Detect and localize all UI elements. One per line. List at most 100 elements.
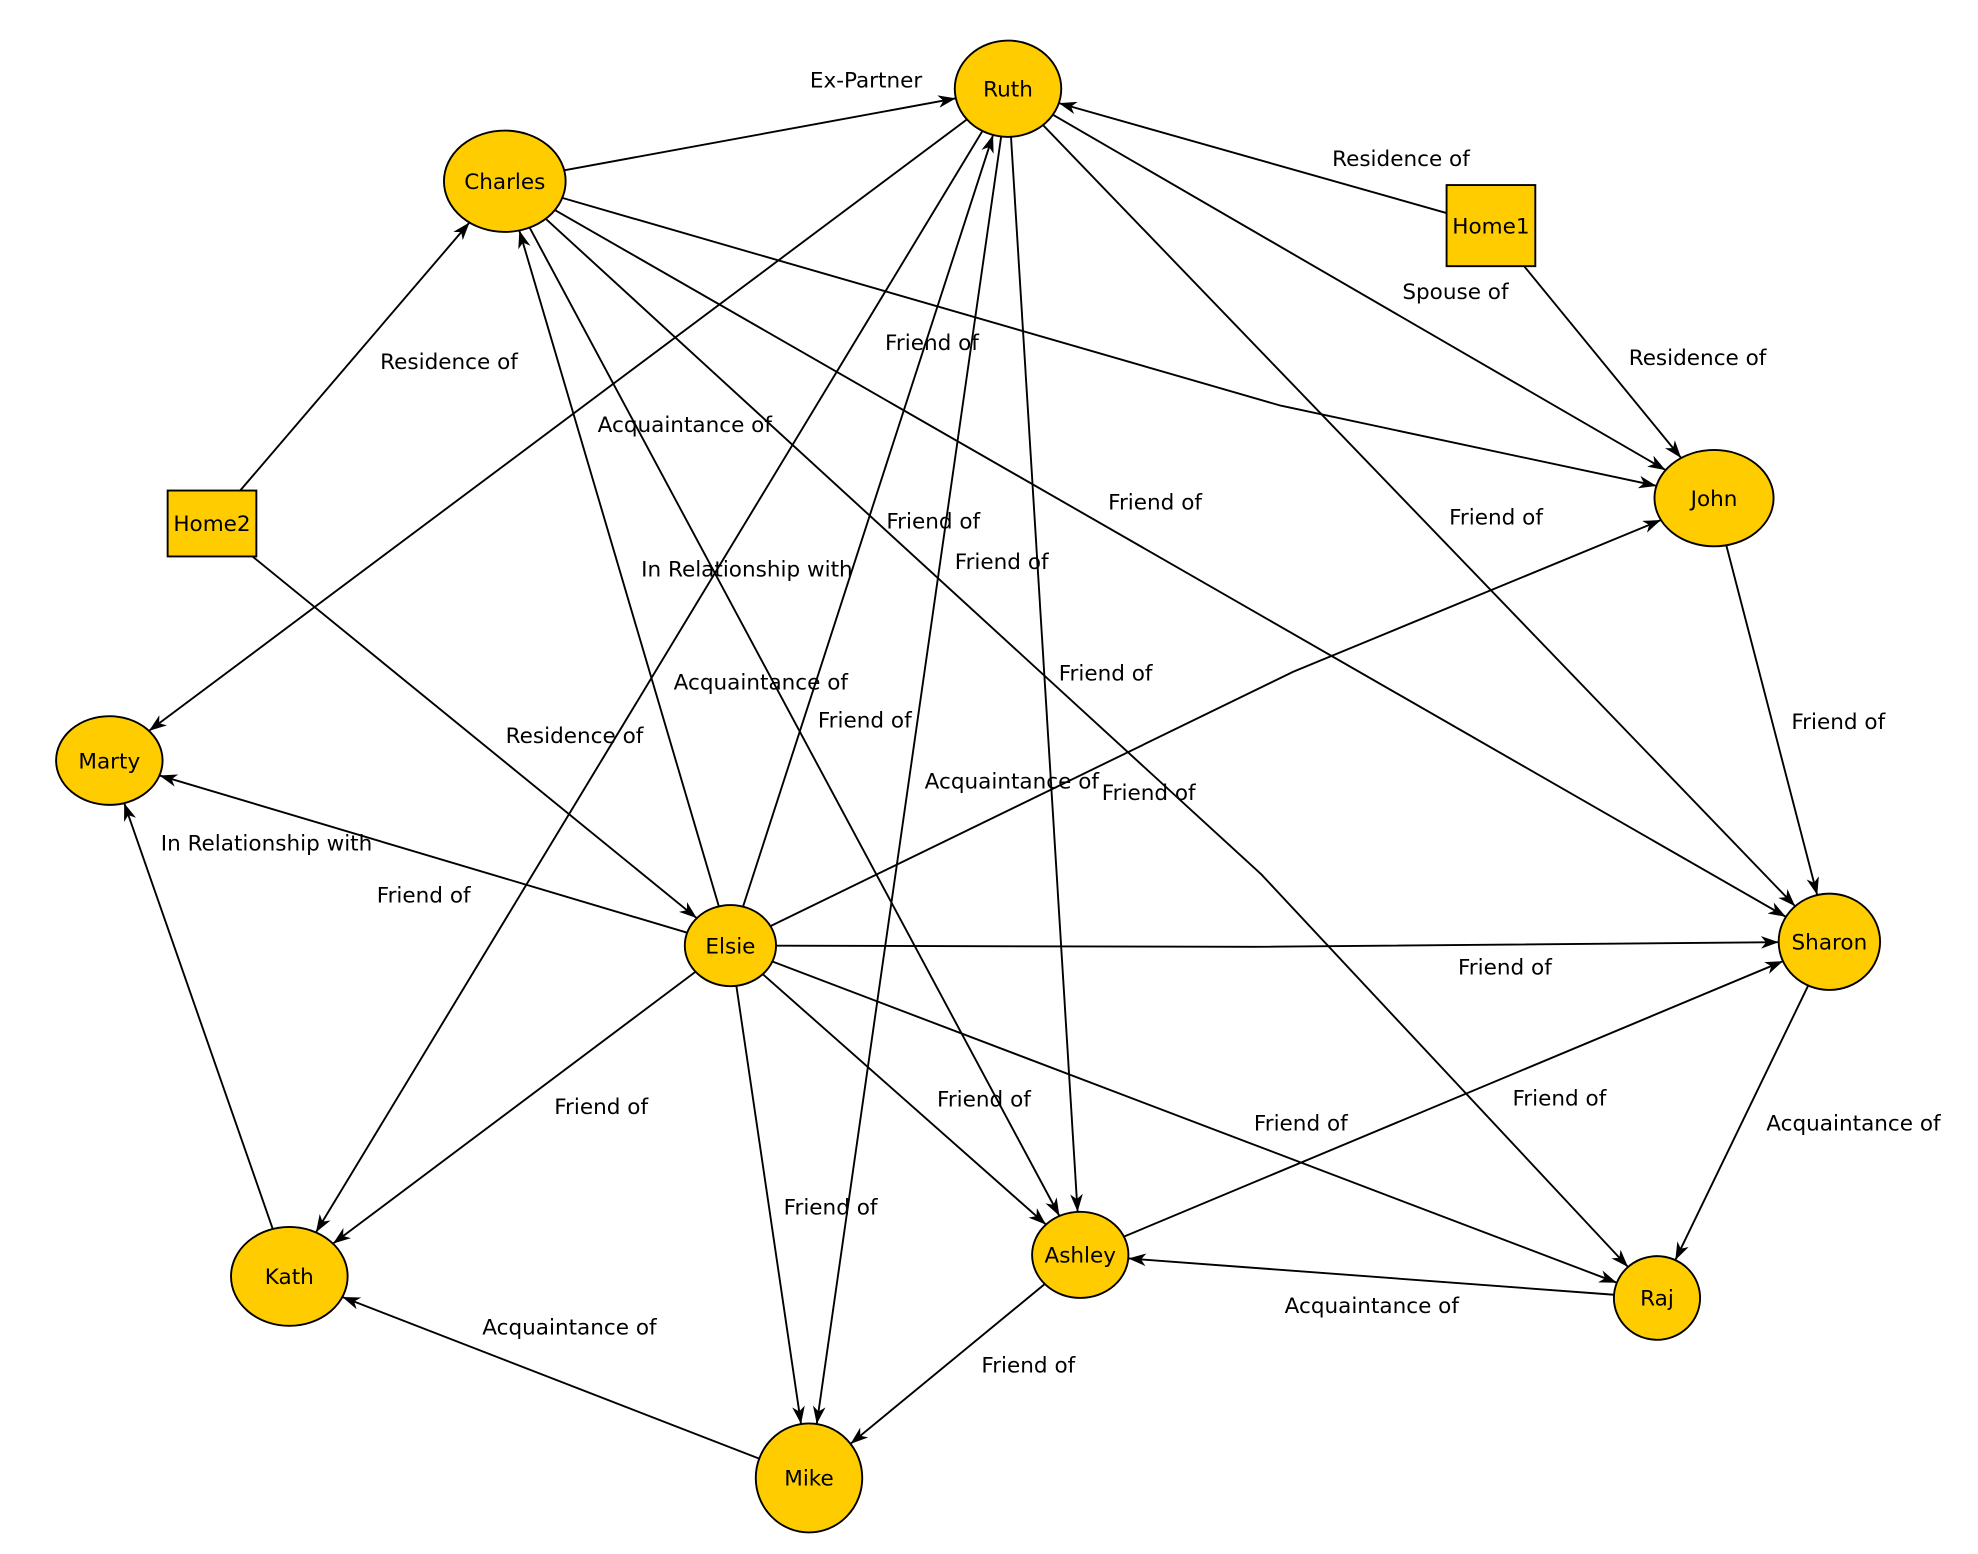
edge-elsie-to-charles: In Relationship with	[518, 230, 853, 907]
edge-line	[770, 519, 1662, 927]
edge-ruth-to-marty: Acquaintance of	[148, 118, 968, 732]
node-ellipse[interactable]	[754, 1422, 864, 1534]
edge-label: In Relationship with	[161, 832, 373, 857]
node-kath[interactable]: Kath	[230, 1226, 349, 1327]
node-home1[interactable]: Home1	[1445, 184, 1537, 268]
node-john[interactable]: John	[1653, 449, 1775, 548]
node-ellipse[interactable]	[1031, 1210, 1130, 1299]
edge-label: Residence of	[506, 724, 644, 749]
node-label: Sharon	[1792, 931, 1868, 956]
node-elsie[interactable]: Elsie	[683, 904, 778, 988]
edge-line	[1052, 113, 1667, 471]
edge-label: Residence of	[380, 350, 518, 375]
node-ellipse[interactable]	[55, 715, 164, 806]
edge-line	[251, 555, 698, 919]
edge-elsie-to-mike: Friend of	[735, 985, 878, 1425]
edge-label: Spouse of	[1402, 280, 1509, 305]
node-ellipse[interactable]	[1653, 449, 1775, 548]
node-label: Kath	[265, 1265, 314, 1290]
node-sharon[interactable]: Sharon	[1777, 892, 1882, 991]
edge-line	[123, 802, 274, 1230]
edge-line	[341, 1296, 760, 1460]
edge-line	[1128, 1253, 1615, 1296]
edge-line	[735, 985, 805, 1425]
edge-line	[315, 130, 984, 1233]
edge-elsie-to-sharon: Friend of	[776, 936, 1779, 981]
edge-label: Friend of	[1059, 662, 1153, 687]
edge-label: Acquaintance of	[925, 769, 1100, 794]
node-ellipse[interactable]	[953, 39, 1063, 138]
edge-label: Friend of	[554, 1095, 648, 1120]
edge-elsie-to-kath: Friend of	[332, 970, 697, 1245]
edge-line	[239, 221, 471, 492]
node-charles[interactable]: Charles	[443, 129, 567, 233]
edge-line	[545, 218, 1629, 1268]
edge-charles-to-ashley: Acquaintance of	[528, 227, 1061, 1217]
edge-line	[159, 774, 688, 934]
edge-label: Acquaintance of	[1285, 1294, 1460, 1319]
node-label: Charles	[464, 170, 545, 195]
edge-line	[762, 973, 1047, 1226]
edge-ashley-to-sharon: Friend of	[1123, 960, 1784, 1238]
node-label: Ruth	[983, 77, 1033, 102]
edge-line	[332, 970, 697, 1245]
edge-line	[1523, 265, 1682, 459]
node-box[interactable]	[166, 489, 258, 558]
node-label: Home1	[1452, 214, 1529, 239]
edge-elsie-to-marty: Friend of	[159, 774, 688, 934]
node-marty[interactable]: Marty	[55, 715, 164, 806]
node-home2[interactable]: Home2	[166, 489, 258, 558]
edge-label: Friend of	[377, 883, 471, 908]
edge-ruth-to-sharon: Friend of	[1042, 124, 1796, 907]
edge-line	[742, 134, 994, 907]
edge-home1-to-john: Residence of	[1523, 265, 1767, 459]
edge-label: Friend of	[1449, 506, 1543, 531]
node-ellipse[interactable]	[230, 1226, 349, 1327]
edge-ashley-to-mike: Friend of	[849, 1283, 1076, 1445]
node-mike[interactable]: Mike	[754, 1422, 864, 1534]
edge-raj-to-ashley: Acquaintance of	[1128, 1253, 1615, 1319]
edge-home2-to-elsie: Residence of	[251, 555, 698, 919]
edge-ruth-to-mike: Friend of	[812, 136, 1003, 1425]
node-label: Raj	[1640, 1287, 1674, 1312]
node-box[interactable]	[1445, 184, 1537, 268]
node-label: Elsie	[705, 934, 755, 959]
edge-elsie-to-john: Acquaintance of	[770, 519, 1662, 927]
node-label: Home2	[173, 512, 250, 537]
edge-label: Acquaintance of	[598, 413, 773, 438]
edge-label: Friend of	[818, 709, 912, 734]
node-ashley[interactable]: Ashley	[1031, 1210, 1130, 1299]
edge-label: Friend of	[1254, 1112, 1348, 1137]
edge-line	[1674, 985, 1810, 1261]
edge-label: Acquaintance of	[482, 1316, 657, 1341]
edge-ruth-to-kath: Friend of	[315, 130, 984, 1233]
edge-label: Friend of	[1108, 491, 1202, 516]
edge-home1-to-ruth: Residence of	[1058, 101, 1470, 214]
edge-line	[1042, 124, 1796, 907]
edge-label: Friend of	[1791, 710, 1885, 735]
edge-label: Friend of	[1512, 1086, 1606, 1111]
edge-line	[849, 1283, 1046, 1445]
edge-elsie-to-raj: Friend of	[772, 960, 1618, 1284]
edge-line	[562, 196, 1657, 489]
edge-label: Friend of	[1102, 781, 1196, 806]
edge-label: Friend of	[784, 1195, 878, 1220]
node-label: Marty	[78, 749, 140, 774]
edge-line	[564, 95, 957, 172]
node-ruth[interactable]: Ruth	[953, 39, 1063, 138]
node-ellipse[interactable]	[683, 904, 778, 988]
node-ellipse[interactable]	[1777, 892, 1882, 991]
edge-label: Residence of	[1629, 346, 1767, 371]
node-ellipse[interactable]	[1612, 1255, 1702, 1341]
edge-sharon-to-raj: Acquaintance of	[1674, 985, 1941, 1261]
edge-home2-to-charles: Residence of	[239, 221, 518, 492]
edge-label: Acquaintance of	[674, 671, 849, 696]
edge-mike-to-kath: Acquaintance of	[341, 1296, 760, 1460]
edge-kath-to-marty: In Relationship with	[123, 802, 373, 1230]
edge-ruth-to-john: Spouse of	[1052, 113, 1667, 471]
edge-line	[1058, 101, 1447, 214]
node-ellipse[interactable]	[443, 129, 567, 233]
node-raj[interactable]: Raj	[1612, 1255, 1702, 1341]
